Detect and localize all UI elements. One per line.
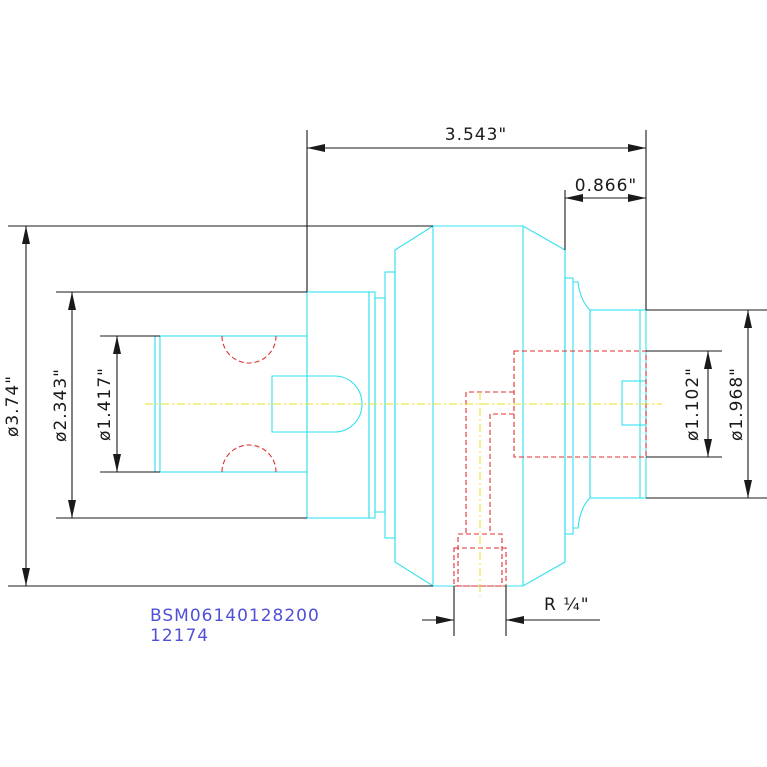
dim-shank-diameter: ø1.968" <box>727 367 747 441</box>
hidden-lines <box>221 335 647 587</box>
dim-mid-diameter: ø2.343" <box>51 368 71 442</box>
dimension-lines <box>8 130 767 636</box>
dim-thread: R ¼" <box>544 595 590 615</box>
part-outline <box>154 225 647 587</box>
dim-shank-length: 0.866" <box>575 176 638 196</box>
dim-inner-diameter: ø1.417" <box>95 367 115 441</box>
dim-outer-diameter: ø3.74" <box>3 375 23 437</box>
dim-overall-length: 3.543" <box>445 125 508 145</box>
part-number: BSM06140128200 <box>150 606 320 626</box>
dim-bore-diameter: ø1.102" <box>683 367 703 441</box>
centerlines <box>145 392 662 596</box>
part-code: 12174 <box>150 626 209 646</box>
